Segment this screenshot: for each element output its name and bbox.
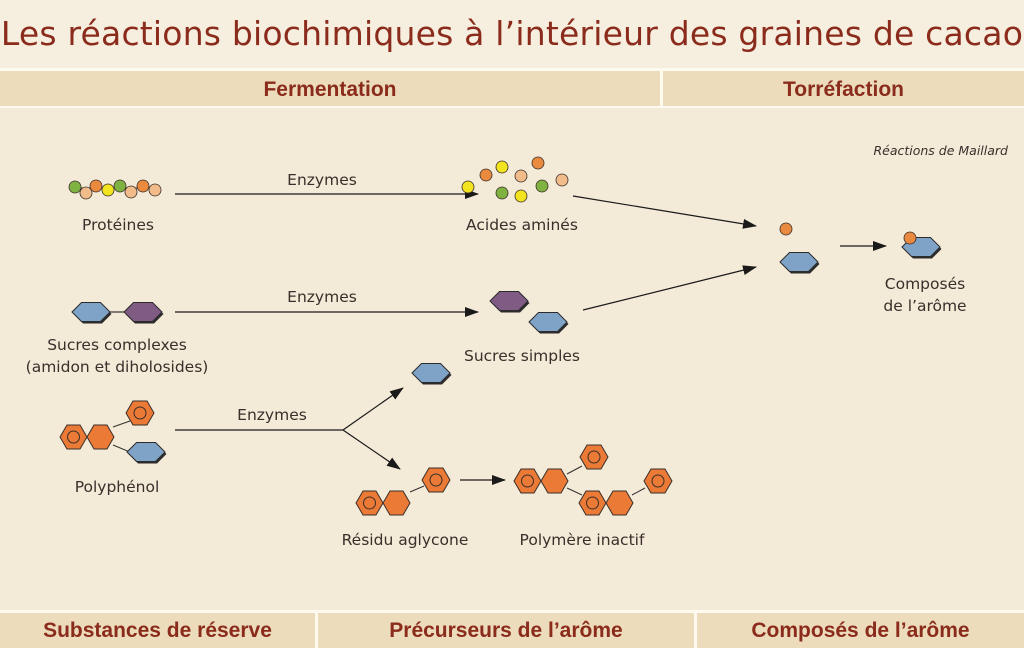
- header-torrefaction-label: Torréfaction: [783, 78, 904, 101]
- blue-hexagon-icon: [411, 363, 452, 385]
- sucres-complexes-label-1: Sucres complexes: [47, 336, 187, 354]
- composes-label-2: de l’arôme: [883, 297, 966, 315]
- arrow-sucres-to-maillard: [582, 265, 757, 311]
- purple-hexagon-icon: [489, 291, 530, 313]
- footer-substances: Substances de réserve: [0, 610, 315, 648]
- blue-hexagon-icon: [126, 442, 167, 464]
- enzymes-label-1: Enzymes: [287, 171, 357, 189]
- aglycone-residue: [355, 467, 451, 516]
- amino-acid-dot: [779, 222, 793, 236]
- inactive-polymer: [513, 444, 673, 516]
- acides-amines-label: Acides aminés: [466, 216, 578, 234]
- arrow-branch-down: [342, 429, 401, 470]
- arrow-branch-up: [342, 387, 404, 431]
- header-torrefaction: Torréfaction: [663, 68, 1024, 108]
- maillard-label: Réactions de Maillard: [873, 143, 1008, 158]
- sucres-simples-label: Sucres simples: [464, 347, 580, 365]
- amino-acids: [461, 156, 569, 203]
- enzymes-label-2: Enzymes: [287, 288, 357, 306]
- footer-substances-label: Substances de réserve: [43, 619, 272, 642]
- page-title: Les réactions biochimiques à l’intérieur…: [0, 14, 1024, 53]
- arrow-acides-to-maillard: [572, 195, 757, 229]
- blue-hexagon-icon: [71, 302, 112, 324]
- purple-hexagon-icon: [123, 302, 164, 324]
- polyphenol-molecule: [59, 400, 155, 453]
- title-bar: Les réactions biochimiques à l’intérieur…: [0, 0, 1024, 68]
- composes-label-1: Composés: [885, 275, 965, 293]
- footer-composes: Composés de l’arôme: [697, 610, 1024, 648]
- polyphenol-label: Polyphénol: [75, 478, 160, 496]
- footer-precurseurs-label: Précurseurs de l’arôme: [389, 619, 623, 642]
- footer-precurseurs: Précurseurs de l’arôme: [318, 610, 694, 648]
- header-divider: [660, 68, 663, 108]
- protein-chain: [68, 179, 162, 200]
- header-fermentation: Fermentation: [0, 68, 660, 108]
- blue-hexagon-icon: [528, 312, 569, 334]
- footer-divider: [315, 610, 318, 648]
- blue-hexagon-icon: [779, 252, 820, 274]
- aroma-compound-icon: [901, 231, 942, 259]
- footer-composes-label: Composés de l’arôme: [751, 619, 970, 642]
- footer-divider: [694, 610, 697, 648]
- header-fermentation-label: Fermentation: [263, 78, 397, 101]
- enzymes-label-3: Enzymes: [237, 406, 307, 424]
- proteines-label: Protéines: [82, 216, 154, 234]
- sucres-complexes-label-2: (amidon et diholosides): [26, 358, 209, 376]
- polymere-inactif-label: Polymère inactif: [520, 531, 645, 549]
- residu-aglycone-label: Résidu aglycone: [342, 531, 469, 549]
